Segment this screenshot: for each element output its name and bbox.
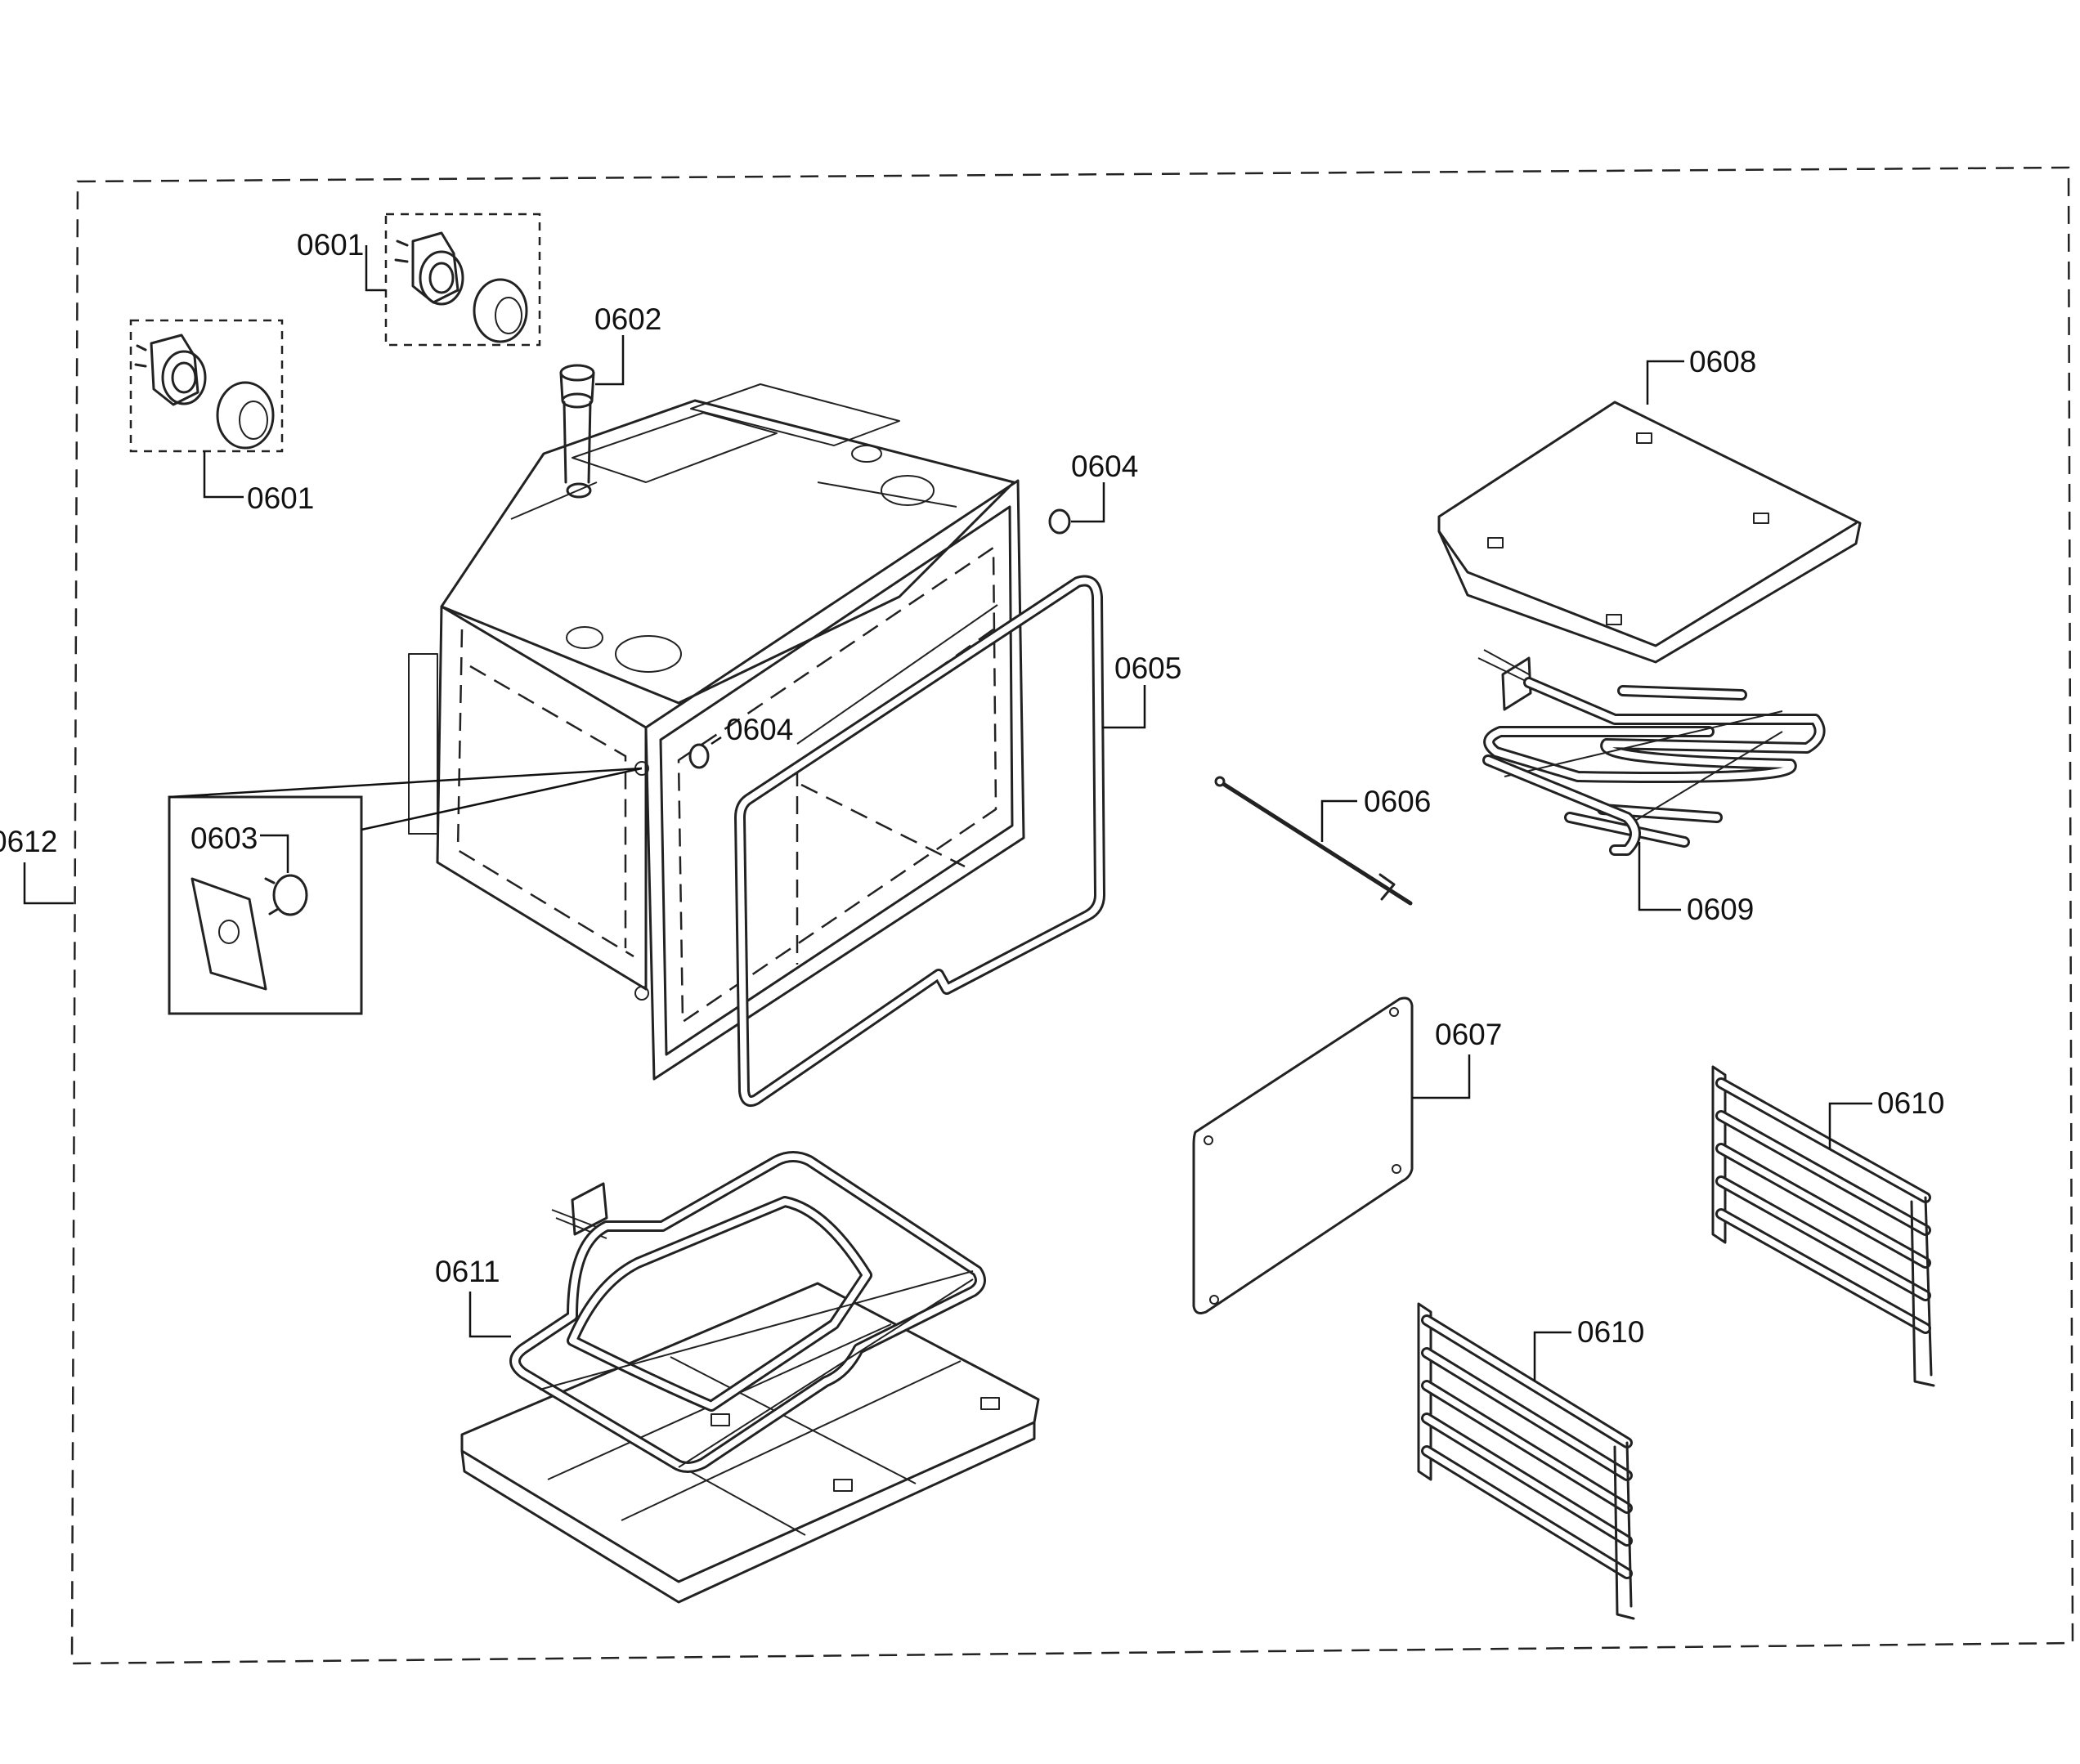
label-0612: 0612	[0, 825, 57, 858]
label-0611: 0611	[435, 1255, 500, 1288]
group-box-0603	[168, 795, 363, 1015]
label-0602: 0602	[594, 302, 661, 336]
group-box-0601-right	[384, 213, 541, 347]
part-0606-rod	[1214, 776, 1413, 906]
label-0604-front: 0604	[726, 713, 793, 746]
label-0604-top: 0604	[1071, 450, 1138, 483]
leader-0612	[23, 862, 74, 905]
leader-0601-bottom	[203, 451, 244, 499]
part-0602-vent	[559, 364, 595, 499]
part-oven-cavity	[408, 383, 1025, 1081]
leader-0603	[260, 834, 289, 873]
leader-0603-pointer	[168, 767, 643, 831]
part-0604-plug-top	[1048, 508, 1071, 535]
part-0607-panel	[1192, 996, 1414, 1314]
leader-0611	[468, 1292, 511, 1338]
leader-0607	[1412, 1054, 1471, 1099]
label-0605: 0605	[1114, 651, 1181, 685]
label-0601-bottom: 0601	[247, 481, 314, 515]
leader-0608	[1646, 360, 1684, 405]
leader-0601-top	[365, 245, 386, 292]
leader-0605	[1102, 685, 1146, 729]
part-0601-lamp-right	[384, 213, 541, 347]
label-0606: 0606	[1364, 785, 1431, 818]
assembly-boundary	[70, 166, 2074, 1665]
leader-0610-left	[1533, 1331, 1571, 1381]
leader-0610-right	[1828, 1102, 1872, 1148]
leader-0604-front	[711, 736, 722, 745]
part-0601-lamp-left	[129, 319, 284, 453]
leader-0606	[1320, 799, 1357, 842]
part-0608-top-shield	[1437, 401, 1862, 664]
label-0609: 0609	[1687, 893, 1754, 926]
group-box-0601-left	[129, 319, 284, 453]
leader-0604-top	[1071, 482, 1105, 523]
leader-0609	[1638, 842, 1681, 911]
label-0608: 0608	[1689, 345, 1756, 378]
part-0603-lamp-housing	[191, 874, 308, 991]
label-0610-right: 0610	[1877, 1086, 1944, 1120]
part-0605-gasket	[734, 575, 1105, 1107]
part-0609-element	[1477, 649, 1826, 856]
part-0604-plug-front	[688, 743, 710, 769]
label-0607: 0607	[1435, 1018, 1502, 1051]
leader-0602	[595, 335, 625, 386]
part-0611-broil-element	[509, 1151, 986, 1473]
label-0603: 0603	[191, 822, 258, 855]
label-0601-top: 0601	[297, 228, 364, 262]
part-0610-rack-right	[1711, 1065, 1935, 1387]
label-0610-left: 0610	[1577, 1315, 1644, 1349]
part-0610-rack-left	[1417, 1302, 1635, 1620]
